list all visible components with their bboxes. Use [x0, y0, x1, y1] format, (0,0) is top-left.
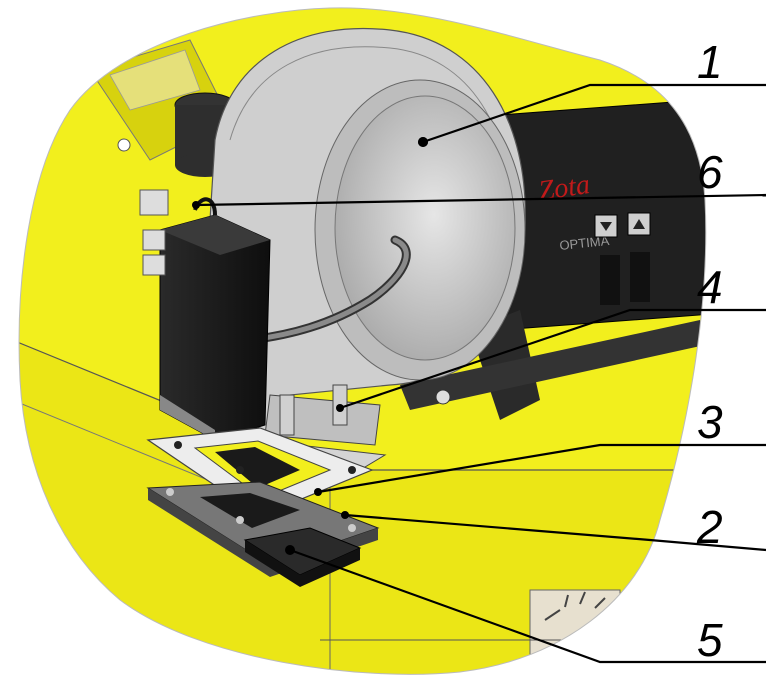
leader-3: [317, 443, 766, 494]
leader-5: [289, 548, 766, 664]
callout-label-1: 1: [697, 36, 723, 88]
callout-label-2: 2: [696, 501, 723, 553]
panel-brand-text: Zota: [537, 169, 592, 207]
callout-label-6: 6: [697, 146, 723, 198]
control-box: [139, 189, 271, 441]
callout-label-4: 4: [697, 261, 723, 313]
leader-lines: [195, 83, 766, 664]
leader-1: [422, 83, 766, 144]
leader-dots: [192, 137, 428, 555]
leader-4: [339, 308, 766, 410]
leader-2: [344, 513, 766, 552]
panel-model-text: OPTIMA: [559, 233, 610, 253]
bottom-flange: [243, 527, 362, 587]
callout-label-3: 3: [697, 396, 723, 448]
callout-label-5: 5: [697, 614, 723, 666]
leader-6: [195, 193, 766, 207]
